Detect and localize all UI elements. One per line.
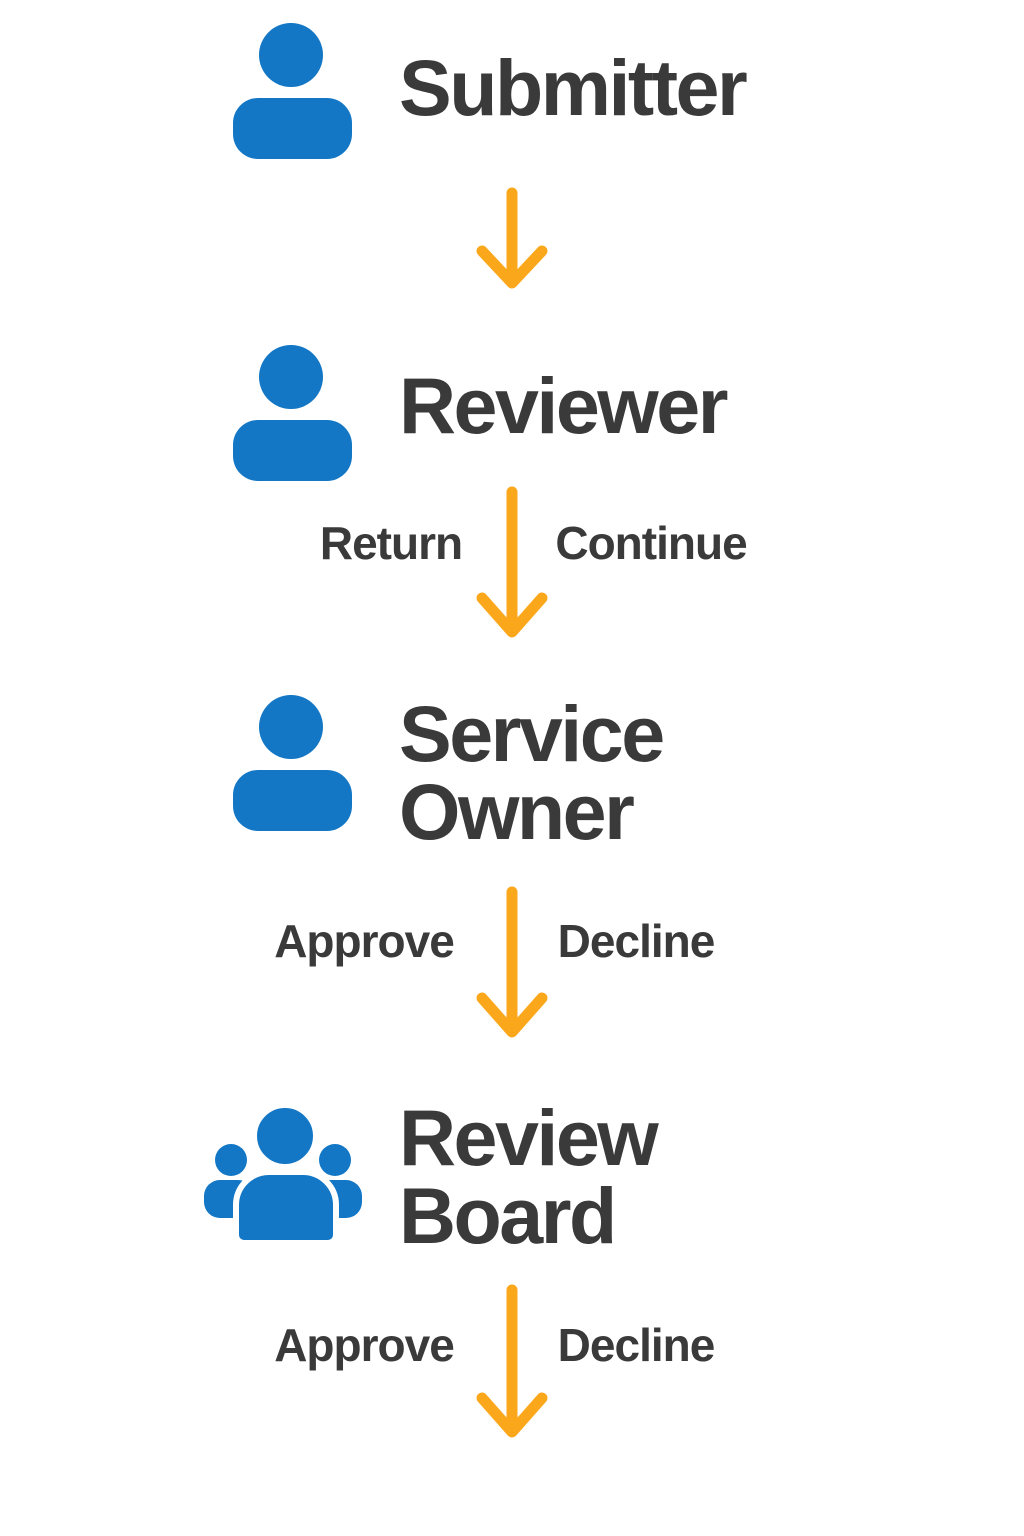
- step-title-service-owner: Service Owner: [399, 689, 665, 856]
- branch-label-decline: Decline: [557, 915, 716, 967]
- flow-arrow-down-icon: [452, 484, 572, 644]
- branch-label-decline: Decline: [557, 1319, 716, 1371]
- step-title-reviewer: Reviewer: [399, 361, 728, 450]
- flow-arrow-down-icon: [452, 1282, 572, 1444]
- step-title-submitter: Submitter: [399, 43, 748, 132]
- branch-label-approve: Approve: [274, 915, 455, 967]
- person-icon: [233, 23, 353, 159]
- person-icon: [233, 695, 353, 831]
- flow-arrow-down-icon: [452, 185, 572, 300]
- branch-label-continue: Continue: [555, 517, 747, 569]
- person-icon: [233, 345, 353, 481]
- step-title-review-board: Review Board: [399, 1093, 659, 1260]
- branch-label-approve: Approve: [274, 1319, 455, 1371]
- branch-label-return: Return: [319, 517, 463, 569]
- people-group-icon: [204, 1105, 362, 1243]
- flow-arrow-down-icon: [452, 884, 572, 1044]
